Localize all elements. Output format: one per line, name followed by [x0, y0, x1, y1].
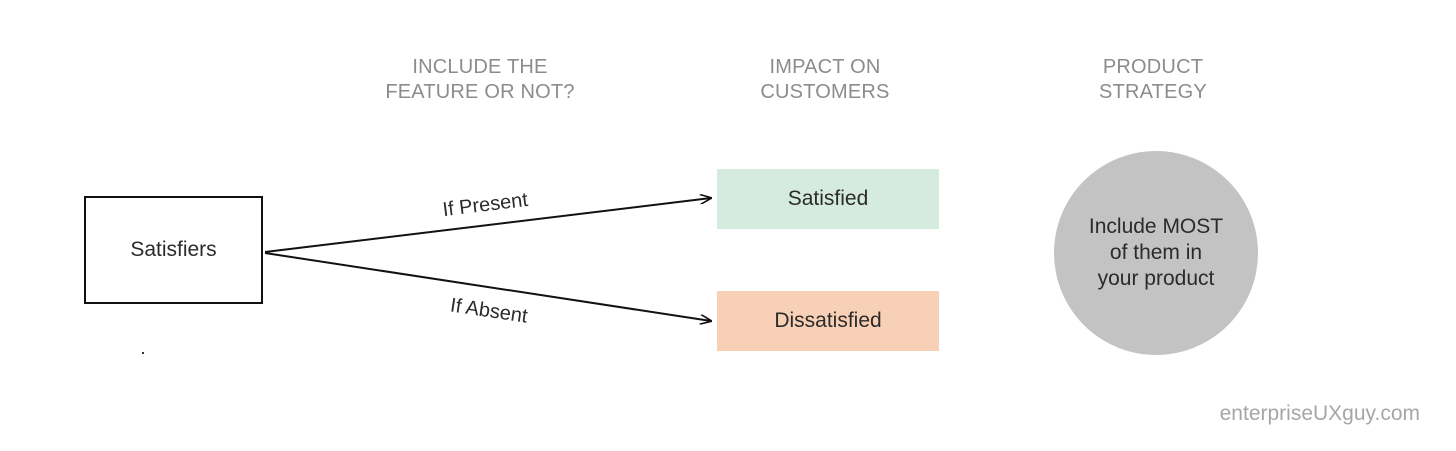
- header-include-line-2: FEATURE OR NOT?: [385, 81, 575, 103]
- edge-label-if-absent: If Absent: [449, 294, 530, 327]
- watermark: enterpriseUXguy.com: [1219, 402, 1420, 425]
- header-product-strategy: PRODUCT STRATEGY: [1055, 55, 1251, 105]
- dissatisfied-box: Dissatisfied: [717, 291, 939, 351]
- edge-label-if-present: If Present: [441, 189, 529, 221]
- header-impact-on-customers: IMPACT ON CUSTOMERS: [720, 55, 930, 105]
- satisfied-label: Satisfied: [787, 187, 869, 210]
- header-strategy-line-1: PRODUCT: [1102, 56, 1204, 78]
- arrow-if-absent: [264, 252, 711, 321]
- header-include-line-1: INCLUDE THE: [412, 56, 548, 78]
- arrow-if-present: [264, 198, 711, 253]
- header-strategy-line-2: STRATEGY: [1099, 81, 1207, 103]
- satisfied-box: Satisfied: [717, 169, 939, 229]
- dissatisfied-label: Dissatisfied: [774, 309, 882, 332]
- strategy-line-1: Include MOST: [1088, 215, 1224, 238]
- satisfiers-label: Satisfiers: [130, 238, 217, 261]
- strategy-text: Include MOST of them in your product: [1089, 214, 1223, 292]
- header-impact-line-1: IMPACT ON: [769, 56, 881, 78]
- header-impact-line-2: CUSTOMERS: [760, 81, 890, 103]
- stray-dot: [142, 352, 144, 354]
- strategy-line-2: of them in: [1109, 241, 1203, 264]
- strategy-circle: Include MOST of them in your product: [1054, 151, 1258, 355]
- satisfiers-box: Satisfiers: [84, 196, 263, 304]
- strategy-line-3: your product: [1097, 267, 1215, 290]
- header-include-feature: INCLUDE THE FEATURE OR NOT?: [370, 55, 590, 105]
